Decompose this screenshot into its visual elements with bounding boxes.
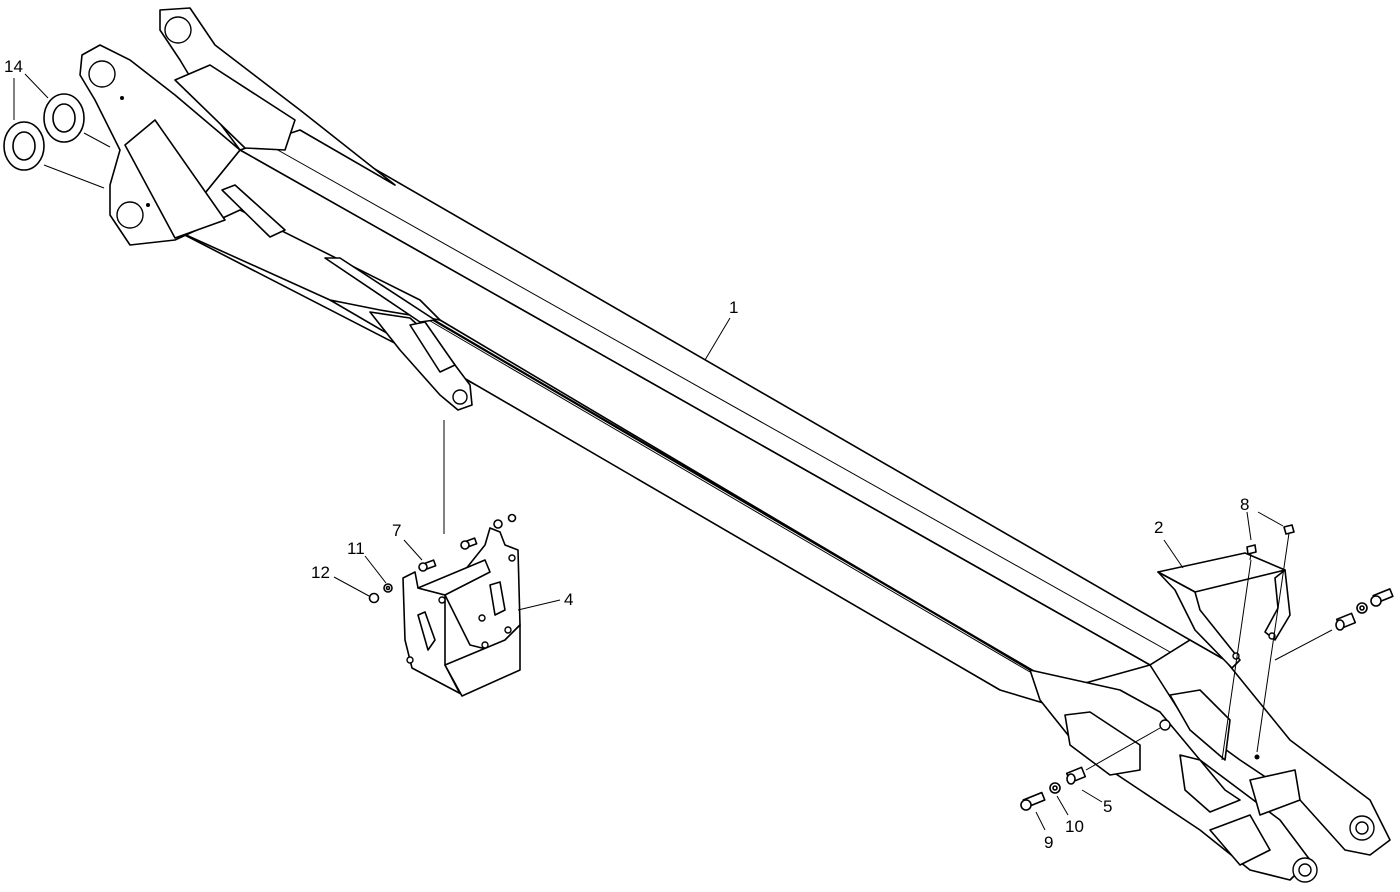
nut-12 (368, 592, 380, 604)
callout-11: 11 (347, 539, 365, 558)
rear-lower-pivot-hole (116, 201, 144, 229)
front-bracket-plate (1209, 814, 1271, 866)
washer-top-bracket (507, 513, 517, 523)
rear-wedge-plate (124, 119, 226, 239)
rear-upper-pivot-hole (164, 16, 192, 44)
callout-5: 5 (1103, 797, 1112, 816)
callout-9: 9 (1044, 833, 1053, 852)
fasteners (368, 513, 1394, 811)
callout-4: 4 (564, 590, 573, 609)
bushing-right (1335, 612, 1357, 631)
bolt-8b (1283, 524, 1295, 541)
front-bolt-hole (1159, 719, 1171, 731)
boom-rear-upper-plate (159, 7, 396, 186)
bracket-inner-slot-right (489, 581, 506, 616)
bolt-7 (418, 559, 437, 572)
bracket-top-lip (417, 559, 491, 596)
bracket-base (444, 624, 521, 697)
boom-arm (79, 7, 1391, 883)
cover-bracket (1157, 552, 1291, 669)
cover-bracket-rear (1264, 569, 1291, 641)
bushing-5 (1065, 766, 1087, 785)
callout-10: 10 (1065, 817, 1084, 836)
callout-8: 8 (1240, 495, 1249, 514)
boom-rear-outer-plate (79, 44, 441, 321)
callout-leaders (13, 73, 1289, 831)
front-upper-plate (1149, 639, 1391, 856)
bolt-right (1370, 588, 1394, 607)
boom-side-face (174, 149, 1151, 691)
bolt-7b (460, 537, 478, 550)
rear-outer-pivot-hole (88, 60, 116, 88)
rear-upper-gusset (174, 64, 296, 151)
callout-labels: 1 2 4 5 7 8 9 10 11 12 14 (4, 57, 1249, 852)
front-cross-tube (1249, 769, 1301, 816)
callout-14: 14 (4, 57, 23, 76)
bolt-8a (1246, 544, 1257, 561)
callout-2: 2 (1154, 518, 1163, 537)
callout-12: 12 (311, 563, 330, 582)
rear-slot (221, 184, 286, 238)
front-slot-plate (1064, 711, 1141, 776)
callout-1: 1 (729, 298, 738, 317)
lug-hole (452, 389, 468, 405)
callout-7: 7 (392, 521, 401, 540)
shim-washers (3, 93, 111, 189)
bracket-inner-slot-left (417, 611, 436, 651)
front-slot-inner (1179, 754, 1241, 813)
side-slot (324, 257, 436, 323)
front-pivot-hole-inner (1355, 821, 1369, 835)
front-inner-gusset (1169, 689, 1231, 761)
bolt-9 (1020, 791, 1046, 811)
lug-inner-plate (409, 321, 456, 373)
mounting-bracket (402, 420, 521, 697)
